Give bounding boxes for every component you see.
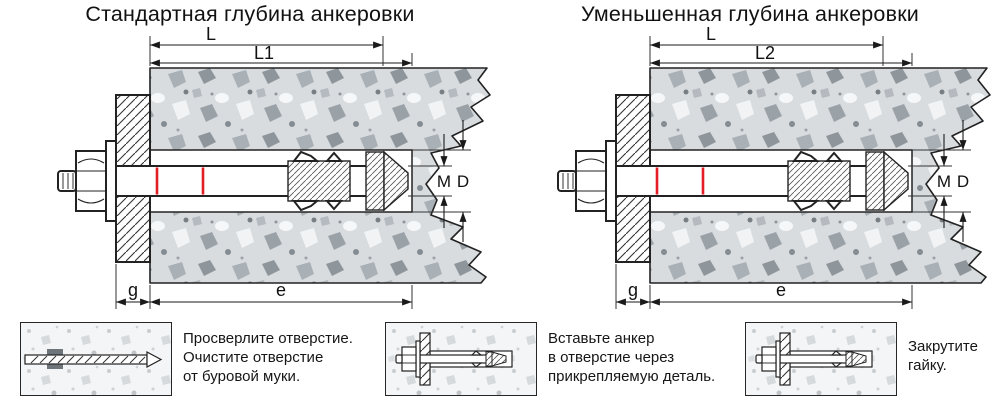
tighten-nut-icon <box>746 323 896 395</box>
label-fixture-thickness-left: g <box>128 280 138 300</box>
title-reduced-depth: Уменьшенная глубина анкеровки <box>580 2 920 26</box>
label-fixture-thickness-right: g <box>628 280 638 300</box>
label-thread-left: M <box>437 172 451 191</box>
label-anchoring-depth-left: L1 <box>254 43 274 63</box>
step-2-text: Вставьте анкер в отверстие через прикреп… <box>548 330 716 386</box>
label-drill-diameter-right: D <box>957 172 969 191</box>
label-anchor-length-right: L <box>706 24 716 44</box>
label-drill-diameter-left: D <box>457 172 469 191</box>
step-3-illustration <box>745 322 897 396</box>
insert-anchor-icon <box>386 323 536 395</box>
step-1-illustration <box>20 322 172 396</box>
label-thread-right: M <box>937 172 951 191</box>
drill-icon <box>21 323 171 395</box>
diagram-reduced: L L2 M D g e <box>558 24 990 309</box>
anchor-diagrams: L L1 M D g e L L2 M D g e <box>0 24 1000 318</box>
label-hole-depth-left: e <box>276 280 286 300</box>
label-anchoring-depth-right: L2 <box>755 43 775 63</box>
title-standard-depth: Стандартная глубина анкеровки <box>85 2 415 26</box>
diagram-standard: L L1 M D g e <box>58 24 490 309</box>
label-hole-depth-right: e <box>776 280 786 300</box>
label-anchor-length-left: L <box>206 24 216 44</box>
step-1-text: Просверлите отверстие. Очистите отверсти… <box>183 330 353 386</box>
step-2-illustration <box>385 322 537 396</box>
step-3-text: Закрутите гайку. <box>908 338 978 375</box>
